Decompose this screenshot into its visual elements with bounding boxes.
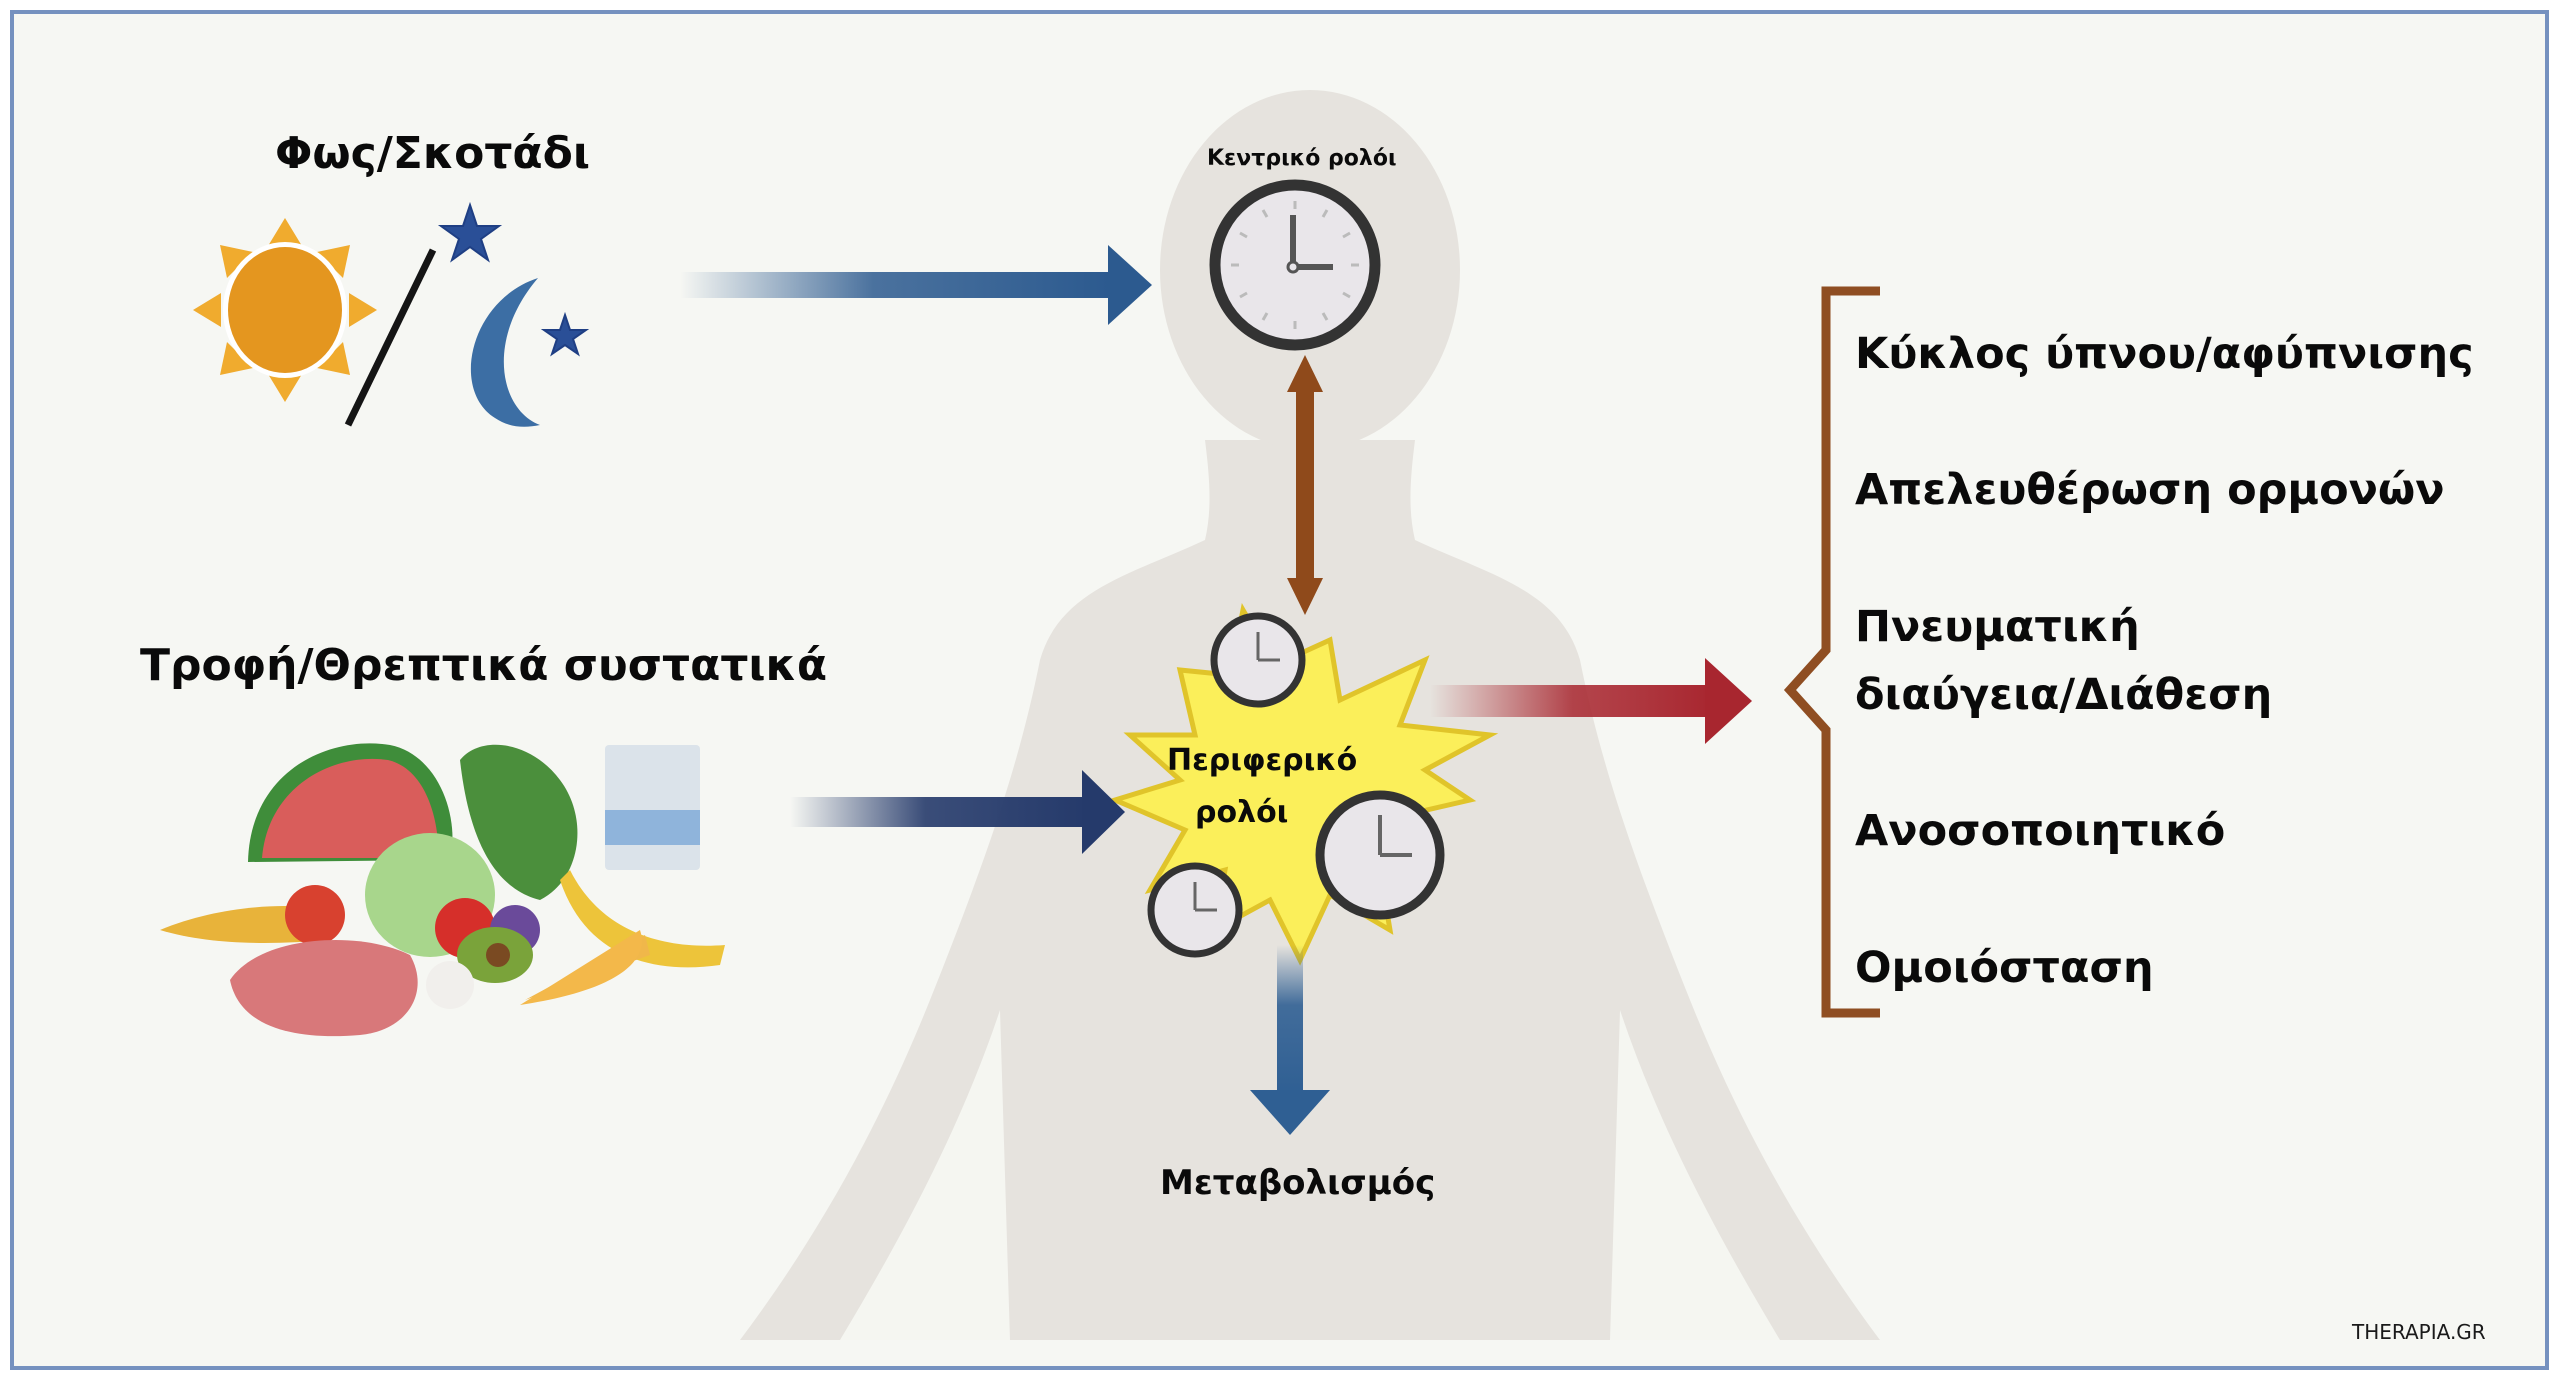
arrow-central-peripheral — [1287, 355, 1323, 615]
light-dark-title: Φως/Σκοτάδι — [275, 128, 591, 179]
central-clock-icon — [1209, 179, 1381, 351]
watermark: THERAPIA.GR — [2352, 1320, 2486, 1344]
metabolism-label: Μεταβολισμός — [1160, 1163, 1436, 1203]
star-icon — [540, 311, 590, 357]
food-nutrients-title: Τροφή/Θρεπτικά συστατικά — [140, 640, 828, 691]
milk-carton-stripe — [605, 810, 700, 845]
output-immune-system: Ανοσοποιητικό — [1855, 806, 2226, 856]
watermelon-flesh — [262, 758, 439, 858]
output-hormone-release: Απελευθέρωση ορμονών — [1855, 465, 2445, 515]
egg — [426, 961, 474, 1009]
peripheral-clock-label-line2: ρολόι — [1195, 795, 1289, 830]
tomato — [285, 885, 345, 945]
arrow-to-metabolism — [1250, 945, 1330, 1135]
output-sleep-wake-cycle: Κύκλος ύπνου/αφύπνισης — [1855, 329, 2474, 379]
peripheral-clock-label-line1: Περιφερικό — [1167, 743, 1358, 778]
star-icon — [437, 201, 503, 263]
steak — [230, 940, 418, 1037]
arrow-peripheral-to-outputs — [1430, 658, 1752, 744]
output-brace — [1783, 286, 1880, 1018]
arm-right-gap — [1610, 1010, 1780, 1340]
leafy-greens — [460, 744, 578, 900]
arrow-food-to-peripheral — [790, 770, 1125, 854]
sun-moon-icon — [193, 201, 590, 427]
arrow-light-to-central — [680, 245, 1152, 325]
slash-divider — [344, 248, 437, 427]
output-homeostasis: Ομοιόσταση — [1855, 943, 2154, 993]
food-group-icon — [160, 743, 725, 1037]
milk-carton — [605, 745, 700, 870]
peripheral-clock-icon — [1147, 612, 1445, 958]
pizza-slice-body — [520, 930, 642, 1005]
output-mental-clarity-line1: Πνευματική — [1855, 602, 2140, 652]
sun-icon — [193, 218, 377, 402]
arm-left-gap — [840, 1010, 1010, 1340]
moon-icon — [470, 278, 540, 427]
output-mental-clarity-line2: διαύγεια/Διάθεση — [1855, 670, 2273, 720]
central-clock-label: Κεντρικό ρολόι — [1207, 146, 1397, 171]
avocado-pit — [486, 943, 510, 967]
